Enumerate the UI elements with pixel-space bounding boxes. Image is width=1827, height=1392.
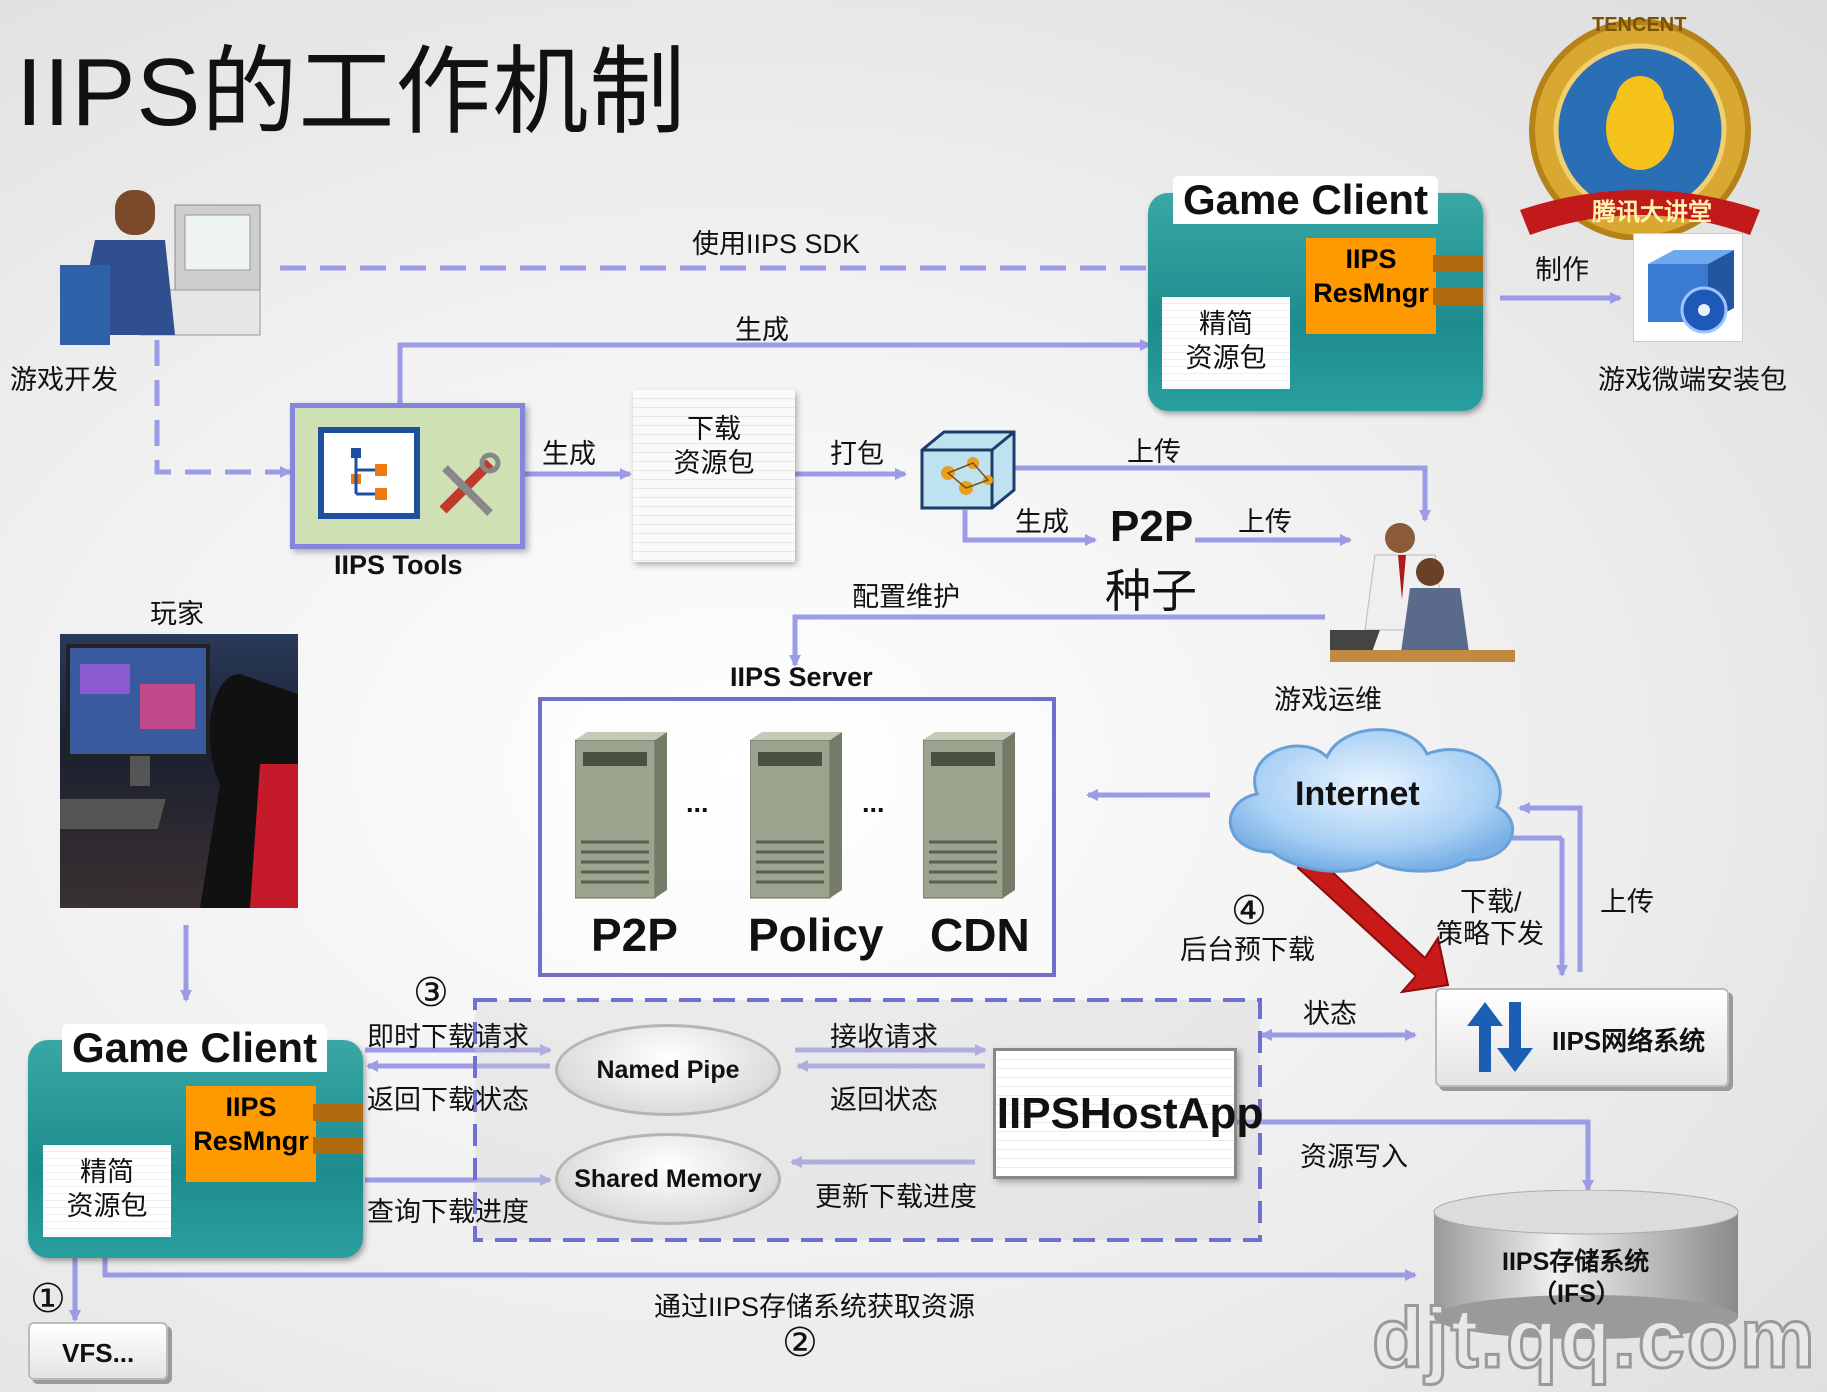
write-res-label: 资源写入 (1300, 1142, 1408, 1172)
step-1-marker: ① (30, 1277, 66, 1321)
gen-label-3: 生成 (1015, 507, 1069, 537)
status-label: 状态 (1303, 999, 1357, 1029)
server-cdn-label: CDN (930, 909, 1030, 961)
micro-pkg-label: 游戏微端安装包 (1598, 365, 1787, 395)
game-client-top-title: Game Client (1173, 176, 1439, 224)
resmngr-bottom-port2 (313, 1137, 363, 1154)
medal-ribbon-text: 腾讯大讲堂 (1592, 199, 1712, 226)
tencent-text: TENCENT (1592, 14, 1687, 36)
server-policy-label: Policy (748, 909, 884, 961)
storage-line2: （IFS） (1532, 1280, 1621, 1308)
iips-tools-box (290, 403, 525, 549)
resmngr-top-line1: IIPS (1345, 244, 1397, 274)
return-state-label: 返回状态 (830, 1085, 938, 1115)
watermark: djt.qq.com (1371, 1290, 1817, 1387)
step-3-marker: ③ (413, 971, 449, 1015)
iips-net-system: IIPS网络系统 (1435, 988, 1729, 1087)
iips-storage: IIPS存储系统 （IFS） (1432, 1189, 1742, 1340)
dev-label: 游戏开发 (10, 365, 118, 395)
game-client-bottom-title: Game Client (62, 1024, 328, 1072)
slim-pkg-top: 精简 资源包 (1162, 297, 1290, 389)
transfer-arrows-icon (1467, 1002, 1533, 1072)
player-label: 玩家 (150, 599, 204, 629)
server-icon-policy (749, 730, 845, 900)
pack-label: 打包 (830, 439, 884, 469)
server-p2p-label: P2P (591, 909, 678, 961)
download-pkg: 下载 资源包 (633, 390, 795, 562)
ops-people-icon (1290, 520, 1515, 665)
download-policy-label-1: 下载/ (1460, 887, 1522, 917)
gen-label-2: 生成 (542, 439, 596, 469)
step-2-marker: ② (782, 1321, 818, 1365)
resmngr-bottom-line1: IIPS (225, 1092, 277, 1122)
named-pipe: Named Pipe (555, 1024, 781, 1116)
slim-pkg-top-line1: 精简 (1199, 309, 1253, 339)
iips-host-app: IIPSHostApp (993, 1048, 1263, 1179)
resmngr-top-line2: ResMngr (1313, 278, 1429, 308)
p2p-seed-line1: P2P (1110, 502, 1194, 551)
installer-icon (1633, 233, 1743, 342)
net-system-label: IIPS网络系统 (1552, 1026, 1706, 1056)
developer-icon (55, 185, 265, 350)
slim-pkg-bottom-line1: 精简 (80, 1157, 134, 1187)
download-pkg-line1: 下载 (687, 414, 741, 444)
update-progress-label: 更新下载进度 (815, 1182, 977, 1212)
gen-label-1: 生成 (735, 315, 789, 345)
ops-label: 游戏运维 (1274, 685, 1382, 715)
resmngr-bottom-line2: ResMngr (193, 1126, 309, 1156)
iips-server-label: IIPS Server (730, 662, 873, 692)
via-ifs-label: 通过IIPS存储系统获取资源 (654, 1292, 976, 1322)
tools-icon (318, 427, 501, 519)
server-dots-1: ... (686, 788, 709, 818)
shared-memory: Shared Memory (555, 1133, 781, 1225)
return-status-label: 返回下载状态 (367, 1085, 529, 1115)
instant-req-label: 即时下载请求 (367, 1022, 529, 1052)
server-dots-2: ... (862, 788, 885, 818)
resmngr-top: IIPS ResMngr (1306, 238, 1436, 334)
vfs-box: VFS... (28, 1322, 168, 1380)
gen-p2p-arrow (962, 510, 1097, 546)
resmngr-top-port2 (1433, 288, 1483, 305)
storage-line1: IIPS存储系统 (1502, 1248, 1650, 1276)
step-4-marker: ④ (1231, 889, 1267, 933)
tools-gen-pkg-arrow (397, 339, 1152, 410)
upload-internet-arrow (1518, 802, 1583, 972)
tencent-medal: TENCENT 腾讯大讲堂 (1500, 10, 1780, 241)
page-title: IIPS的工作机制 (16, 39, 687, 146)
server-icon-cdn (922, 730, 1018, 900)
upload-cube-arrow (1015, 465, 1431, 522)
slim-pkg-bottom-line2: 资源包 (66, 1191, 148, 1221)
query-progress-label: 查询下载进度 (367, 1197, 529, 1227)
resmngr-bottom-port1 (313, 1104, 363, 1121)
internet-label: Internet (1295, 775, 1420, 813)
recv-req-label: 接收请求 (830, 1022, 938, 1052)
config-arrow (789, 614, 1325, 667)
internet-cloud (1212, 712, 1522, 877)
vfs-label: VFS... (62, 1338, 135, 1368)
iips-host-app-label: IIPSHostApp (996, 1088, 1264, 1138)
download-pkg-line2: 资源包 (673, 448, 755, 478)
bg-download-label: 后台预下载 (1180, 935, 1315, 965)
slim-pkg-bottom: 精简 资源包 (43, 1145, 171, 1237)
config-label: 配置维护 (852, 582, 960, 612)
resmngr-bottom: IIPS ResMngr (186, 1086, 316, 1182)
write-res-arrow (1235, 1119, 1594, 1192)
download-policy-label-2: 策略下发 (1436, 919, 1544, 949)
slim-pkg-top-line2: 资源包 (1185, 343, 1267, 373)
package-cube-icon (918, 428, 1016, 510)
make-label: 制作 (1535, 255, 1589, 285)
use-sdk-label: 使用IIPS SDK (692, 229, 861, 259)
lightning-icon (1296, 848, 1450, 994)
resmngr-top-port1 (1433, 255, 1483, 272)
server-icon-p2p (574, 730, 670, 900)
p2p-seed-line2: 种子 (1105, 565, 1197, 617)
upload-label-3: 上传 (1600, 887, 1654, 917)
dev-to-tools-arrow (154, 340, 292, 478)
upload-label-1: 上传 (1127, 437, 1181, 467)
player-photo (37, 634, 298, 908)
upload-label-2: 上传 (1238, 507, 1292, 537)
iips-tools-label: IIPS Tools (334, 550, 463, 580)
